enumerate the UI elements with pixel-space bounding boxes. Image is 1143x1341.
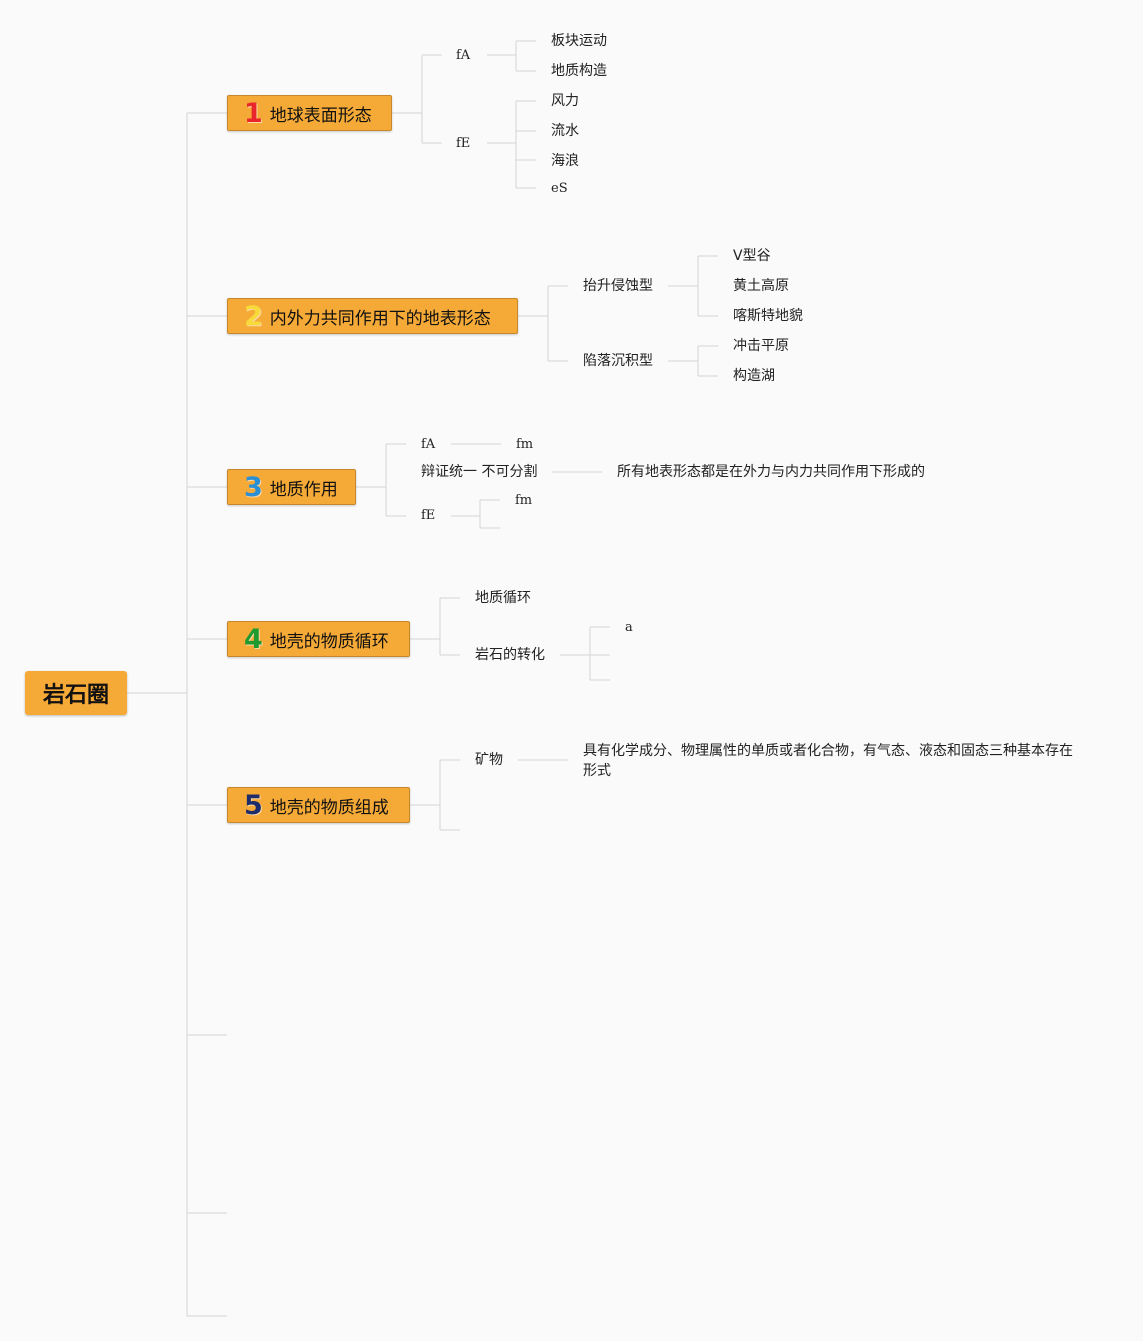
- topic-4-branch-yanshizhuanhua[interactable]: 岩石的转化: [475, 647, 545, 663]
- topic-1-leaf-es[interactable]: eS: [551, 181, 568, 196]
- topic-3-number-icon: 3: [244, 471, 263, 503]
- topic-3-branch-bianzheng[interactable]: 辩证统一 不可分割: [421, 464, 538, 480]
- topic-1[interactable]: 1 地球表面形态: [227, 95, 392, 131]
- topic-5-branch-kuangwu[interactable]: 矿物: [475, 752, 503, 768]
- topic-3-label: 地质作用: [269, 479, 338, 500]
- topic-4-number-icon: 4: [244, 623, 263, 655]
- topic-1-leaf-bankuai[interactable]: 板块运动: [551, 33, 607, 49]
- topic-1-branch-fe[interactable]: fE: [456, 136, 471, 151]
- topic-3-branch-fa[interactable]: fA: [421, 437, 436, 452]
- topic-4[interactable]: 4 地壳的物质循环: [227, 621, 410, 657]
- topic-2-leaf-chongji[interactable]: 冲击平原: [733, 338, 789, 354]
- topic-2[interactable]: 2 内外力共同作用下的地表形态: [227, 298, 518, 334]
- topic-2-branch-taisheng[interactable]: 抬升侵蚀型: [583, 278, 653, 294]
- topic-4-label: 地壳的物质循环: [269, 631, 389, 652]
- topic-2-number-icon: 2: [244, 300, 263, 332]
- topic-1-leaf-liushui[interactable]: 流水: [551, 123, 579, 139]
- topic-2-branch-xianluo[interactable]: 陷落沉积型: [583, 353, 653, 369]
- topic-3-leaf-fm-1[interactable]: fm: [516, 437, 534, 452]
- topic-3-branch-fe[interactable]: fE: [421, 508, 436, 523]
- root-topic-yanshiquan[interactable]: 岩石圈: [25, 671, 127, 715]
- topic-2-leaf-huangtu[interactable]: 黄土高原: [733, 278, 789, 294]
- topic-2-leaf-vxinggu[interactable]: V型谷: [733, 248, 771, 264]
- topic-1-leaf-hailang[interactable]: 海浪: [551, 153, 579, 169]
- topic-5-number-icon: 5: [244, 789, 263, 821]
- topic-4-leaf-a[interactable]: a: [625, 620, 633, 635]
- topic-5[interactable]: 5 地壳的物质组成: [227, 787, 410, 823]
- topic-1-leaf-gouzao[interactable]: 地质构造: [551, 63, 607, 79]
- topic-5-label: 地壳的物质组成: [269, 797, 389, 818]
- topic-3-leaf-suoyou[interactable]: 所有地表形态都是在外力与内力共同作用下形成的: [617, 464, 925, 480]
- topic-2-leaf-gouzaohu[interactable]: 构造湖: [733, 368, 775, 384]
- topic-3-leaf-fm-2[interactable]: fm: [515, 493, 533, 508]
- topic-2-label: 内外力共同作用下的地表形态: [269, 308, 491, 329]
- topic-1-label: 地球表面形态: [269, 105, 372, 126]
- topic-3[interactable]: 3 地质作用: [227, 469, 356, 505]
- topic-2-leaf-kasite[interactable]: 喀斯特地貌: [733, 308, 803, 324]
- topic-4-branch-dizhixunhuan[interactable]: 地质循环: [475, 590, 531, 606]
- topic-1-branch-fa[interactable]: fA: [456, 48, 471, 63]
- topic-1-leaf-fengli[interactable]: 风力: [551, 93, 579, 109]
- topic-1-number-icon: 1: [244, 97, 263, 129]
- topic-5-leaf-kuangwu-definition[interactable]: 具有化学成分、物理属性的单质或者化合物，有气态、液态和固态三种基本存在形式: [583, 743, 1073, 779]
